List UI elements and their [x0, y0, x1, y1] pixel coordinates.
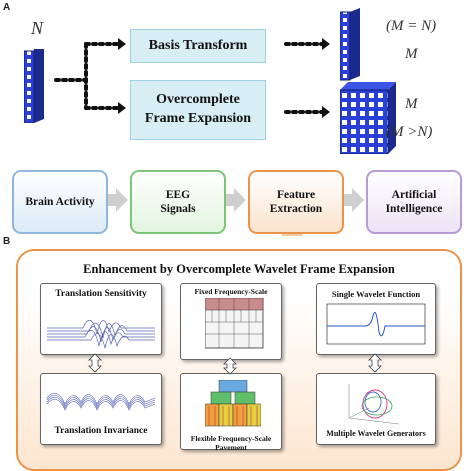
multiple-generators-title: Multiple Wavelet Generators: [326, 429, 426, 438]
signals-label: Signals: [160, 203, 196, 215]
eeg-label: EEG: [165, 188, 191, 201]
translation-invariance-title: Translation Invariance: [54, 426, 148, 436]
eeg-signals-box: EEG Signals: [130, 170, 226, 234]
frame-expansion-line1: Overcomplete: [156, 92, 240, 108]
input-vector: [24, 49, 44, 123]
single-wavelet-tile: Single Wavelet Function: [316, 283, 436, 355]
fixed-pavement-tile: Fixed Frequency-Scale Pavement: [180, 283, 282, 360]
flexible-pavement-blocks: [205, 380, 261, 427]
panel-b-label: B: [3, 236, 11, 247]
basis-transform-box: Basis Transform: [130, 29, 266, 63]
invariance-waves: [47, 392, 155, 411]
translation-sensitivity-title: Translation Sensitivity: [55, 289, 147, 299]
artificial-label: Artificial: [391, 188, 437, 201]
brain-activity-box: Brain Activity: [12, 170, 108, 234]
basis-transform-label: Basis Transform: [148, 38, 248, 53]
tile-connector-arrows: [88, 353, 382, 375]
inequality-condition: (M >N): [386, 124, 433, 140]
equality-condition: (M = N): [386, 18, 437, 34]
m-bottom-label: M: [405, 96, 418, 112]
output-matrix: [340, 82, 396, 154]
output-vector: [340, 8, 360, 81]
branch-arrows: [54, 38, 330, 118]
feature-extraction-box: Feature Extraction: [248, 170, 344, 234]
multiple-generators-tile: Multiple Wavelet Generators: [316, 373, 436, 445]
intelligence-label: Intelligence: [385, 203, 443, 215]
translation-sensitivity-tile: Translation Sensitivity: [40, 283, 162, 355]
feature-label: Feature: [276, 188, 316, 201]
single-wavelet-title: Single Wavelet Function: [331, 289, 421, 299]
input-dimension-label: N: [31, 18, 44, 38]
artificial-intelligence-box: Artificial Intelligence: [366, 170, 462, 234]
frame-expansion-line2: Frame Expansion: [144, 111, 252, 126]
enhancement-title: Enhancement by Overcomplete Wavelet Fram…: [83, 262, 395, 276]
translation-invariance-tile: Translation Invariance: [40, 373, 162, 445]
extraction-label: Extraction: [269, 203, 323, 215]
frame-expansion-box: Overcomplete Frame Expansion: [130, 80, 266, 140]
panel-a-label: A: [3, 2, 11, 13]
flexible-pavement-tile: Flexible Frequency-Scale Pavement: [180, 373, 282, 452]
brain-activity-label: Brain Activity: [25, 195, 95, 208]
sensitivity-waves: [47, 320, 155, 349]
single-wavelet-plot: [326, 303, 426, 345]
m-top-label: M: [405, 46, 418, 62]
fixed-pavement-grid: [205, 298, 264, 349]
flexible-pavement-title: Flexible Frequency-Scale Pavement: [190, 434, 272, 452]
generators-3d-plot: [348, 384, 400, 425]
